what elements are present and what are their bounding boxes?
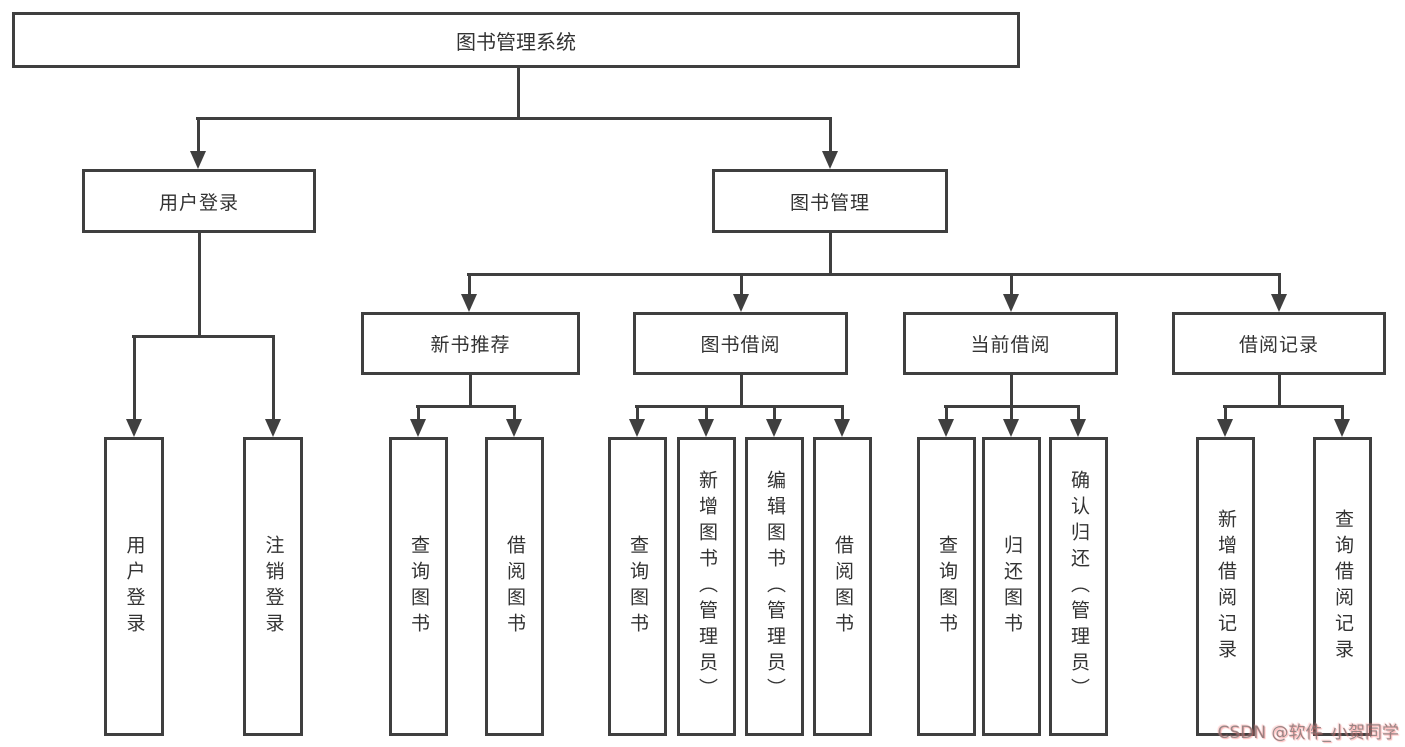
leaf-node-records-query-record: 查询借阅记录 (1313, 437, 1372, 736)
root-node-library-system: 图书管理系统 (12, 12, 1020, 68)
connector-vertical-line (1340, 405, 1344, 422)
connector-vertical-line (1277, 273, 1281, 298)
module-node-borrow-records: 借阅记录 (1172, 312, 1386, 375)
leaf-node-records-add-record: 新增借阅记录 (1196, 437, 1255, 736)
arrowhead-down-icon (265, 419, 281, 437)
connector-vertical-line (1277, 375, 1281, 408)
connector-vertical-line (1223, 405, 1227, 422)
connector-vertical-line (772, 405, 776, 422)
connector-vertical-line (1076, 405, 1080, 422)
connector-vertical-line (132, 335, 136, 422)
connector-vertical-line (468, 375, 472, 408)
branch-node-user-login: 用户登录 (82, 169, 316, 233)
module-node-current-borrow: 当前借阅 (903, 312, 1118, 375)
module-node-book-borrow: 图书借阅 (633, 312, 848, 375)
arrowhead-down-icon (629, 419, 645, 437)
connector-vertical-line (828, 117, 832, 154)
arrowhead-down-icon (938, 419, 954, 437)
leaf-node-borrow-edit-books-admin: 编辑图书（管理员） (745, 437, 804, 736)
leaf-node-newbook-borrow-books: 借阅图书 (485, 437, 544, 736)
connector-vertical-line (635, 405, 639, 422)
branch-node-book-management: 图书管理 (712, 169, 948, 233)
arrowhead-down-icon (822, 151, 838, 169)
connector-vertical-line (739, 375, 743, 408)
connector-horizontal-line (196, 117, 832, 120)
leaf-node-current-query-books: 查询图书 (917, 437, 976, 736)
arrowhead-down-icon (1271, 294, 1287, 312)
leaf-node-borrow-query-books: 查询图书 (608, 437, 667, 736)
arrowhead-down-icon (126, 419, 142, 437)
connector-vertical-line (196, 117, 200, 154)
arrowhead-down-icon (698, 419, 714, 437)
leaf-node-borrow-borrow-books: 借阅图书 (813, 437, 872, 736)
connector-horizontal-line (416, 405, 516, 408)
connector-vertical-line (739, 273, 743, 298)
connector-vertical-line (197, 233, 201, 338)
connector-horizontal-line (467, 273, 1281, 276)
leaf-node-current-confirm-return-admin: 确认归还（管理员） (1049, 437, 1108, 736)
connector-horizontal-line (944, 405, 1080, 408)
connector-vertical-line (1009, 405, 1013, 422)
leaf-node-current-return-books: 归还图书 (982, 437, 1041, 736)
connector-vertical-line (467, 273, 471, 298)
leaf-node-user-login: 用户登录 (104, 437, 164, 736)
arrowhead-down-icon (733, 294, 749, 312)
arrowhead-down-icon (1217, 419, 1233, 437)
connector-vertical-line (416, 405, 420, 422)
arrowhead-down-icon (410, 419, 426, 437)
arrowhead-down-icon (834, 419, 850, 437)
arrowhead-down-icon (461, 294, 477, 312)
leaf-node-logout: 注销登录 (243, 437, 303, 736)
connector-vertical-line (828, 233, 832, 276)
connector-vertical-line (840, 405, 844, 422)
connector-vertical-line (516, 68, 520, 120)
arrowhead-down-icon (1070, 419, 1086, 437)
connector-horizontal-line (132, 335, 275, 338)
arrowhead-down-icon (190, 151, 206, 169)
connector-vertical-line (1009, 375, 1013, 408)
connector-vertical-line (512, 405, 516, 422)
leaf-node-borrow-add-books-admin: 新增图书（管理员） (677, 437, 736, 736)
arrowhead-down-icon (1003, 419, 1019, 437)
leaf-node-newbook-query-books: 查询图书 (389, 437, 448, 736)
connector-horizontal-line (1223, 405, 1344, 408)
connector-vertical-line (271, 335, 275, 422)
connector-vertical-line (944, 405, 948, 422)
arrowhead-down-icon (506, 419, 522, 437)
arrowhead-down-icon (1003, 294, 1019, 312)
arrowhead-down-icon (766, 419, 782, 437)
module-node-new-book-recommend: 新书推荐 (361, 312, 580, 375)
connector-vertical-line (1009, 273, 1013, 298)
arrowhead-down-icon (1334, 419, 1350, 437)
connector-horizontal-line (635, 405, 844, 408)
connector-vertical-line (704, 405, 708, 422)
